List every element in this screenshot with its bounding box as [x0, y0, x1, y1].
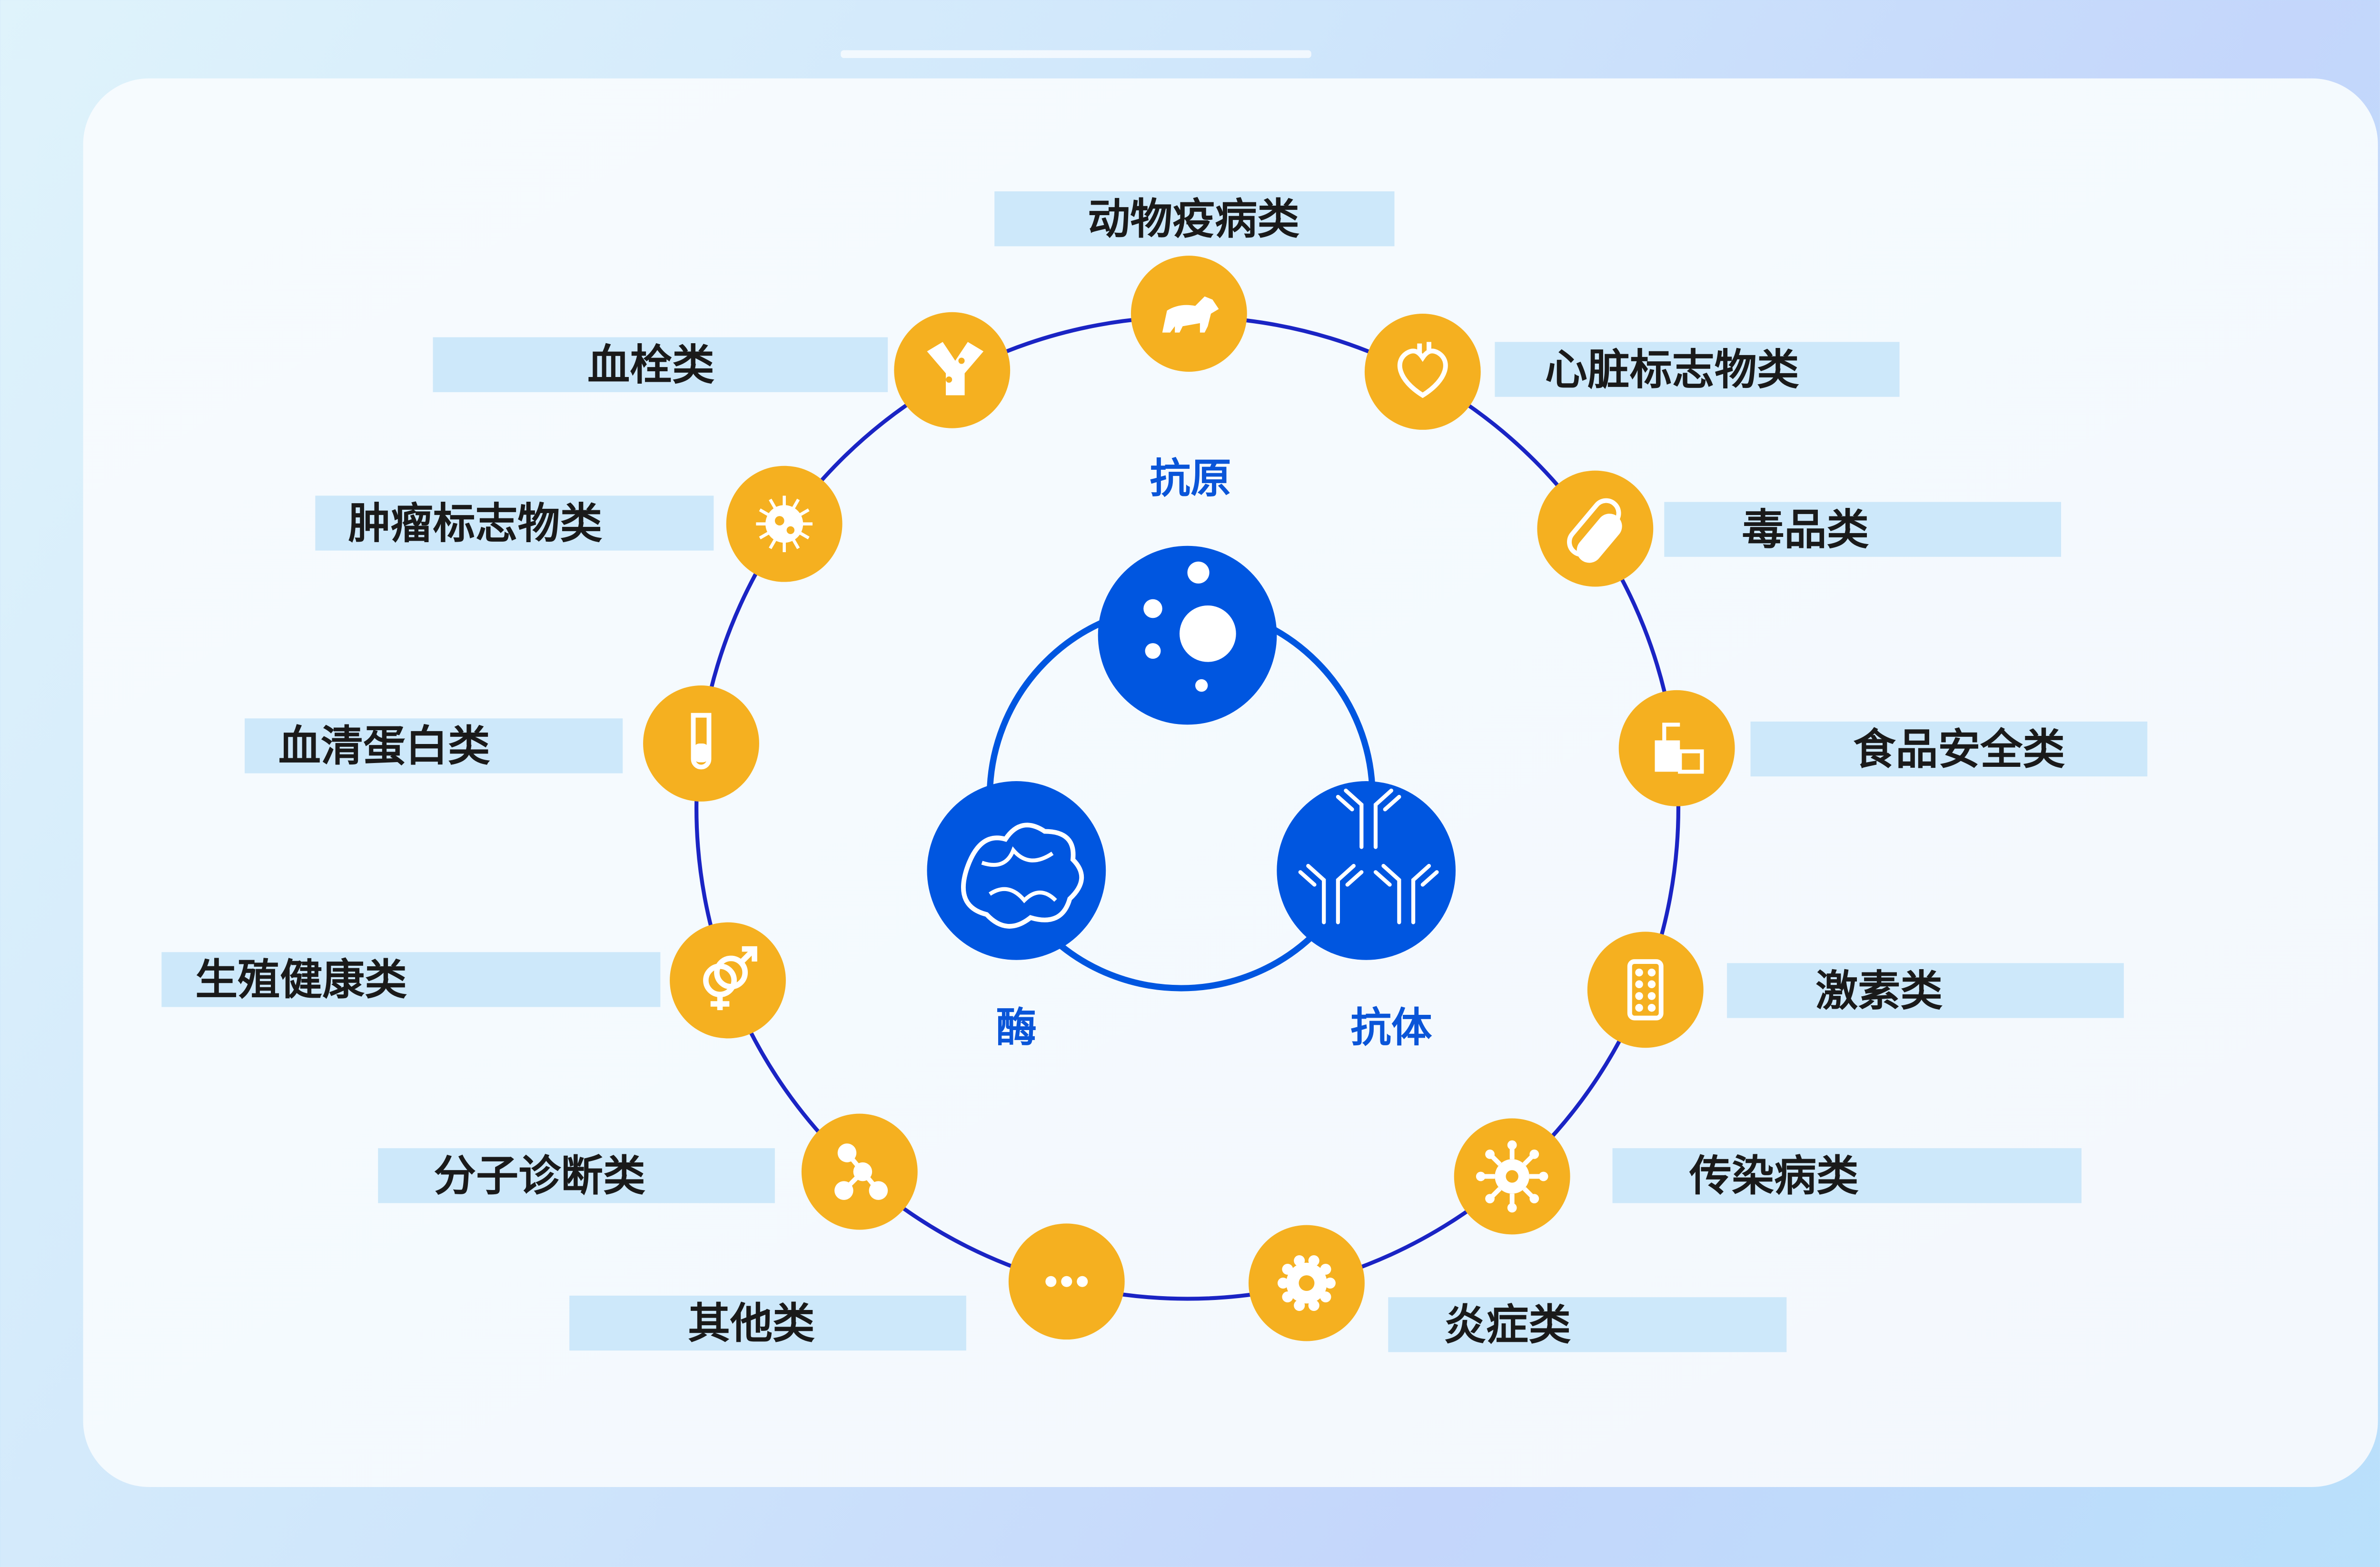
category-label[interactable]: 肿瘤标志物类 [348, 498, 603, 548]
food-icon [1655, 723, 1704, 774]
category-label-box [569, 1295, 966, 1351]
more-icon [1045, 1276, 1088, 1287]
top-highlight [841, 50, 1311, 58]
category-label[interactable]: 炎症类 [1444, 1300, 1571, 1349]
category-node[interactable] [1008, 1223, 1125, 1340]
category-node[interactable] [801, 1113, 918, 1230]
antibody-label: 抗体 [1350, 1004, 1432, 1051]
card [83, 78, 2378, 1487]
category-label[interactable]: 毒品类 [1742, 505, 1869, 554]
antigen-label: 抗原 [1150, 455, 1231, 503]
heart-icon [1398, 342, 1448, 398]
molecule-icon [834, 1143, 888, 1200]
category-node[interactable] [1130, 256, 1247, 372]
dog-icon [1162, 296, 1219, 333]
category-label-box [433, 337, 888, 392]
category-label[interactable]: 生殖健康类 [195, 955, 407, 1004]
enzyme-label: 酶 [996, 1004, 1037, 1051]
category-label-box [378, 1148, 775, 1203]
antigen-icon [1143, 561, 1236, 692]
category-node[interactable] [894, 312, 1011, 428]
category-label-box [1664, 502, 2062, 557]
antibody-node[interactable]: 抗体 [1277, 781, 1456, 1051]
enzyme-protein-icon [961, 823, 1084, 929]
enzyme-node[interactable]: 酶 [927, 781, 1106, 1051]
category-circle[interactable] [670, 922, 786, 1039]
inflammation-icon [1278, 1255, 1336, 1311]
category-node[interactable] [1454, 1118, 1570, 1235]
category-label-box [994, 191, 1395, 247]
category-label-box [161, 952, 661, 1007]
category-label-box [1750, 721, 2148, 777]
category-label-box [1727, 963, 2124, 1018]
gender-icon [703, 946, 757, 1011]
category-label-box [1612, 1148, 2082, 1203]
category-label[interactable]: 血清蛋白类 [278, 721, 490, 771]
category-node[interactable] [1249, 1225, 1365, 1341]
category-node[interactable] [1537, 470, 1654, 587]
category-label[interactable]: 食品安全类 [1853, 724, 2065, 774]
category-label-box [1495, 342, 1900, 397]
category-node[interactable] [1587, 932, 1704, 1048]
category-label[interactable]: 分子诊断类 [434, 1151, 645, 1200]
category-node[interactable] [643, 685, 759, 802]
category-label[interactable]: 其他类 [688, 1299, 815, 1348]
category-node[interactable] [1618, 690, 1735, 806]
antigen-node[interactable]: 抗原 [1098, 455, 1277, 725]
category-label[interactable]: 动物疫病类 [1088, 194, 1299, 244]
category-label-box [245, 718, 623, 774]
category-label-box [315, 496, 714, 551]
category-node[interactable] [1364, 314, 1481, 430]
category-label[interactable]: 血栓类 [587, 340, 714, 389]
category-label[interactable]: 激素类 [1815, 966, 1943, 1015]
tumor-cell-icon [756, 496, 813, 552]
pill-pack-icon [1627, 959, 1664, 1021]
category-node[interactable] [726, 466, 843, 582]
thrombus-icon [927, 342, 984, 396]
antibody-icon [1298, 788, 1439, 924]
capsule-icon [1567, 498, 1622, 563]
category-label[interactable]: 传染病类 [1689, 1151, 1859, 1200]
category-circle[interactable] [1587, 932, 1704, 1048]
category-circle[interactable] [1364, 314, 1481, 430]
virus-icon [1476, 1140, 1548, 1213]
category-label-box [1388, 1297, 1787, 1352]
category-label[interactable]: 心脏标志物类 [1545, 345, 1799, 394]
category-nodes [643, 256, 1735, 1341]
category-node[interactable] [670, 922, 786, 1039]
test-tube-icon [691, 713, 712, 770]
